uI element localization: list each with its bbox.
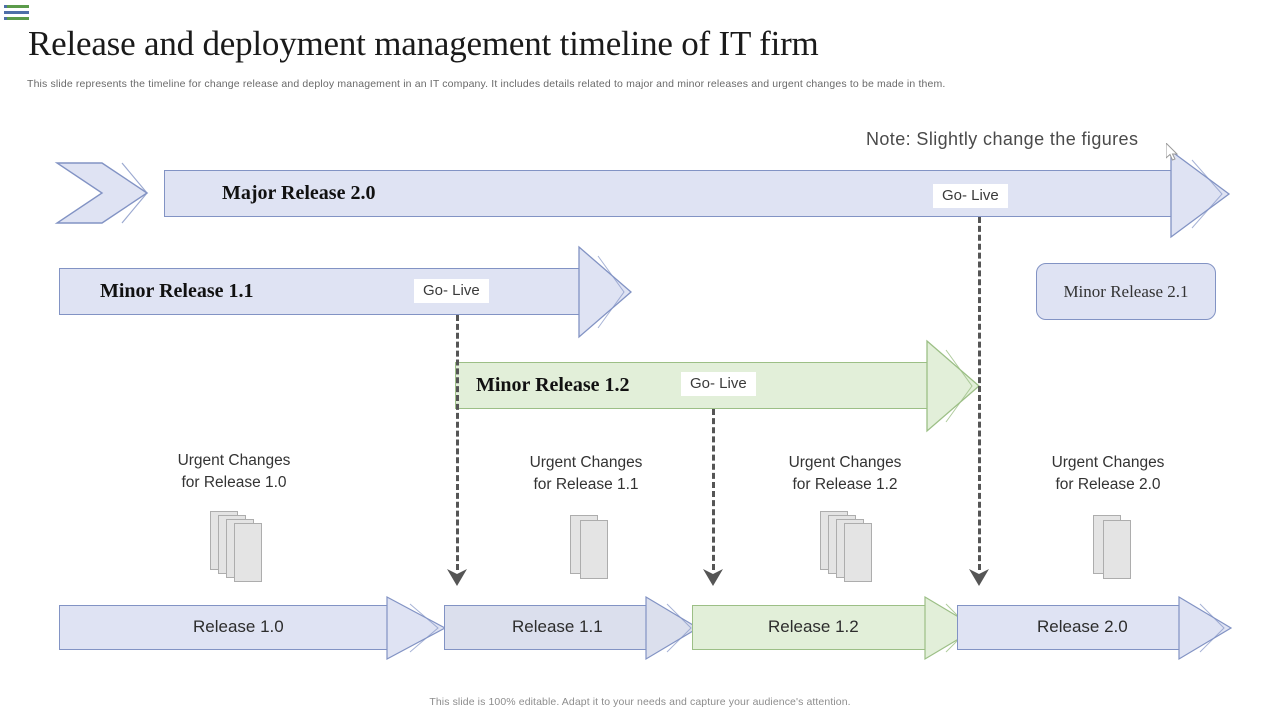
release-10-bar[interactable] <box>59 605 390 650</box>
urgent-changes-line1: Urgent Changes <box>1051 454 1165 471</box>
release-10-label: Release 1.0 <box>193 617 284 636</box>
minor-release-21-box[interactable]: Minor Release 2.1 <box>1036 263 1216 320</box>
release-12-bar[interactable] <box>692 605 928 650</box>
minor-release-11-bar[interactable] <box>59 268 583 315</box>
double-chevron-icon <box>54 162 149 224</box>
note-annotation: Note: Slightly change the figures <box>866 129 1139 149</box>
minor-release-11-label: Minor Release 1.1 <box>100 280 254 302</box>
document-stack-icon-2 <box>570 515 616 579</box>
connector-arrowhead-release-12 <box>703 569 723 586</box>
release-10-arrowhead <box>386 595 447 661</box>
document-stack-icon-4 <box>1093 515 1139 579</box>
connector-line-release-12 <box>712 409 715 570</box>
mouse-cursor-icon <box>1166 143 1179 161</box>
urgent-changes-line1: Urgent Changes <box>529 454 643 471</box>
urgent-changes-line1: Urgent Changes <box>177 452 291 469</box>
urgent-changes-line2: for Release 1.1 <box>533 476 639 494</box>
release-20-arrowhead <box>1178 595 1233 661</box>
urgent-changes-line2: for Release 2.0 <box>1055 476 1161 494</box>
page-subtitle: This slide represents the timeline for c… <box>27 78 946 90</box>
urgent-changes-line1: Urgent Changes <box>788 454 902 471</box>
document-stack-icon-1 <box>210 511 272 582</box>
urgent-changes-label-2: Urgent Changes for Release 1.1 <box>486 452 686 497</box>
connector-line-release-11 <box>456 315 459 570</box>
urgent-changes-line2: for Release 1.2 <box>792 476 898 494</box>
minor-release-12-label: Minor Release 1.2 <box>476 374 630 396</box>
release-11-label: Release 1.1 <box>512 617 603 636</box>
minor-release-12-golive-badge[interactable]: Go- Live <box>681 372 756 396</box>
major-release-golive-badge[interactable]: Go- Live <box>933 184 1008 208</box>
release-12-label: Release 1.2 <box>768 617 859 636</box>
footer-note: This slide is 100% editable. Adapt it to… <box>429 696 851 708</box>
urgent-changes-label-4: Urgent Changes for Release 2.0 <box>1008 452 1208 497</box>
major-release-bar[interactable] <box>164 170 1178 217</box>
urgent-changes-label-3: Urgent Changes for Release 1.2 <box>745 452 945 497</box>
urgent-changes-line2: for Release 1.0 <box>181 474 287 492</box>
connector-arrowhead-release-11 <box>447 569 467 586</box>
release-20-bar[interactable] <box>957 605 1182 650</box>
release-11-bar[interactable] <box>444 605 649 650</box>
minor-release-21-label: Minor Release 2.1 <box>1063 281 1189 301</box>
release-11-arrowhead <box>645 595 700 661</box>
minor-release-12-arrowhead <box>926 339 980 433</box>
release-20-label: Release 2.0 <box>1037 617 1128 636</box>
brand-logo-icon <box>4 3 30 23</box>
major-release-arrowhead <box>1170 149 1231 239</box>
minor-release-11-arrowhead <box>578 245 632 339</box>
major-release-label: Major Release 2.0 <box>222 182 376 204</box>
connector-arrowhead-release-20 <box>969 569 989 586</box>
connector-line-release-20 <box>978 217 981 570</box>
document-stack-icon-3 <box>820 511 882 582</box>
urgent-changes-label-1: Urgent Changes for Release 1.0 <box>134 450 334 495</box>
page-title: Release and deployment management timeli… <box>28 24 819 63</box>
minor-release-11-golive-badge[interactable]: Go- Live <box>414 279 489 303</box>
